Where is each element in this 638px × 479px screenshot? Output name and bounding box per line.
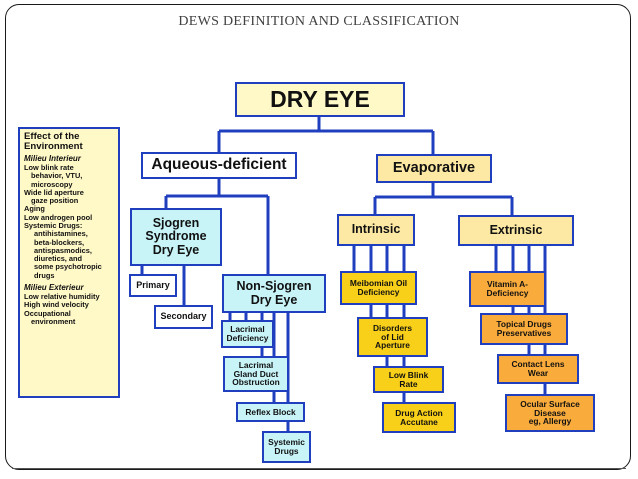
interior-line: behavior, VTU, xyxy=(31,171,83,181)
interior-line: drugs xyxy=(34,270,55,280)
interior-heading: Milieu Interieur xyxy=(24,154,81,164)
lacrimal-gland-duct-box: Lacrimal Gland Duct Obstruction xyxy=(223,356,289,392)
connector-evaporative xyxy=(373,182,514,215)
exterior-line: High wind velocity xyxy=(24,300,89,310)
connector-root xyxy=(217,116,435,154)
primary-box: Primary xyxy=(129,274,177,297)
lacrimal-deficiency-box: Lacrimal Deficiency xyxy=(221,320,274,348)
ocular-surface-box: Ocular Surface Disease eg, Allergy xyxy=(505,394,595,432)
secondary-box: Secondary xyxy=(154,305,213,329)
vitamin-a-box: Vitamin A- Deficiency xyxy=(469,271,546,307)
exterior-line: Low relative humidity xyxy=(24,291,100,301)
interior-line: Systemic Drugs: xyxy=(24,221,83,231)
interior-line: Low androgen pool xyxy=(24,212,93,222)
interior-line: gaze position xyxy=(31,196,79,206)
connector-sjogren xyxy=(140,265,186,305)
aqueous-deficient-box: Aqueous-deficient xyxy=(141,152,297,179)
interior-line: microscopy xyxy=(31,179,73,189)
environment-panel: Effect of the Environment Milieu Interie… xyxy=(18,127,120,398)
low-blink-rate-box: Low Blink Rate xyxy=(373,366,444,393)
interior-line: Wide lid aperture xyxy=(24,187,84,197)
meibomian-oil-box: Meibomian Oil Deficiency xyxy=(340,271,417,305)
exterior-line: environment xyxy=(31,316,76,326)
topical-drugs-box: Topical Drugs Preservatives xyxy=(480,313,568,345)
slide-title: DEWS DEFINITION AND CLASSIFICATION xyxy=(178,14,460,29)
environment-title: Effect of the Environment xyxy=(24,131,83,153)
intrinsic-box: Intrinsic xyxy=(337,214,415,246)
connector-aqueous xyxy=(164,178,270,274)
systemic-drugs-box: Systemic Drugs xyxy=(262,431,311,463)
interior-line: Low blink rate xyxy=(24,163,74,173)
interior-line: antispasmodics, xyxy=(34,245,92,255)
contact-lens-box: Contact Lens Wear xyxy=(497,354,579,384)
interior-line: antihistamines, xyxy=(34,229,88,239)
dry-eye-box: DRY EYE xyxy=(235,82,405,117)
sjogren-box: Sjogren Syndrome Dry Eye xyxy=(130,208,222,266)
reflex-block-box: Reflex Block xyxy=(236,402,305,422)
interior-line: diuretics, and xyxy=(34,254,83,264)
lid-aperture-box: Disorders of Lid Aperture xyxy=(357,317,428,357)
evaporative-box: Evaporative xyxy=(376,154,492,183)
interior-line: Aging xyxy=(24,204,45,214)
interior-line: some psychotropic xyxy=(34,262,102,272)
accutane-box: Drug Action Accutane xyxy=(382,402,456,433)
non-sjogren-box: Non-Sjogren Dry Eye xyxy=(222,274,326,313)
exterior-line: Occupational xyxy=(24,308,71,318)
interior-line: beta-blockers, xyxy=(34,237,85,247)
slide-frame xyxy=(5,4,631,470)
extrinsic-box: Extrinsic xyxy=(458,215,574,246)
exterior-heading: Milieu Exterieur xyxy=(24,283,84,293)
bottom-rule xyxy=(12,468,626,469)
